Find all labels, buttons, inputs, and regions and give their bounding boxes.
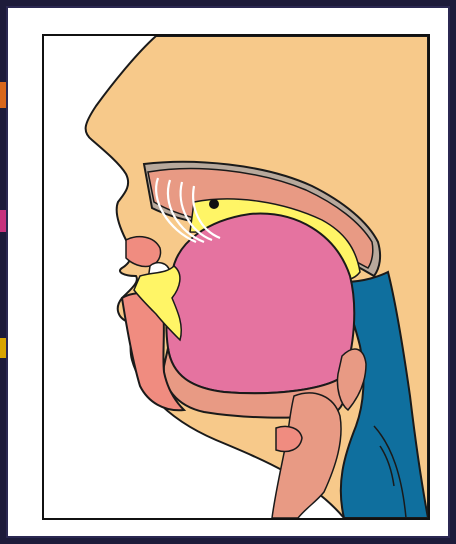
contact-point-dot [209, 199, 219, 209]
upper-lip [126, 237, 161, 267]
left-edge-mark-yellow [0, 338, 6, 358]
illustration-panel [42, 34, 430, 520]
left-edge-mark-pink [0, 210, 6, 232]
left-edge-mark-orange [0, 82, 6, 108]
vocal-tract-diagram [44, 36, 428, 518]
